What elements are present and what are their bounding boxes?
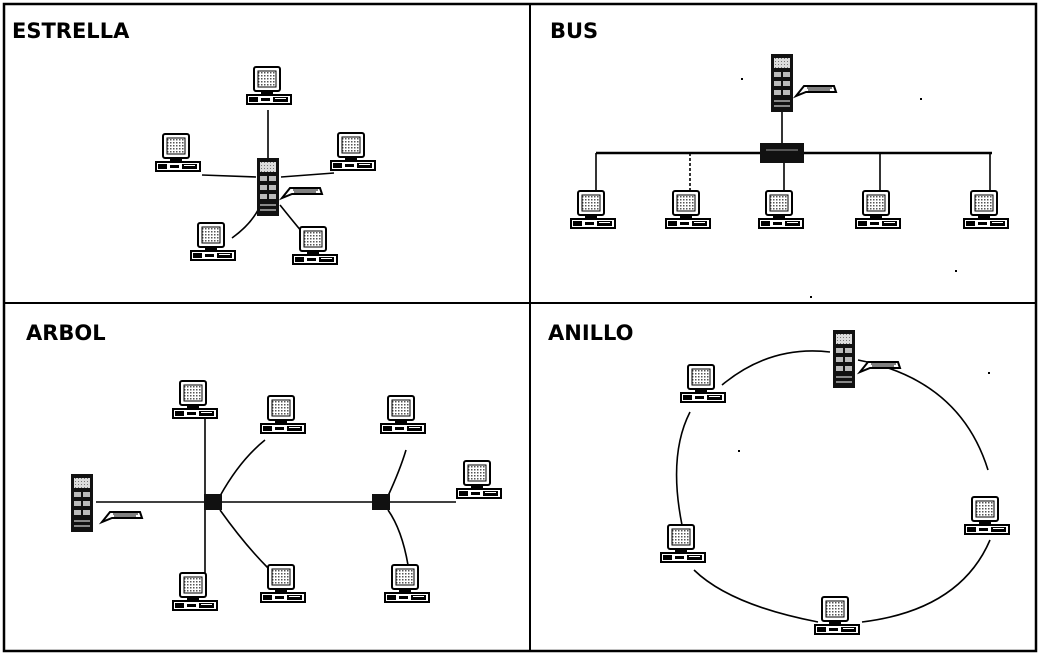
panel-title-bus: BUS	[550, 19, 598, 43]
panel-estrella: ESTRELLA	[12, 19, 376, 265]
hub-icon	[372, 494, 390, 510]
hub-icon	[204, 494, 222, 510]
bus-hub	[760, 143, 804, 163]
panel-title-estrella: ESTRELLA	[12, 19, 130, 43]
scan-speckles	[738, 78, 990, 452]
tree-hubs	[204, 494, 390, 510]
panel-title-arbol: ARBOL	[26, 321, 106, 345]
panel-bus: BUS	[550, 19, 1009, 229]
panel-title-anillo: ANILLO	[548, 321, 634, 345]
panel-anillo: ANILLO	[548, 321, 1010, 635]
panel-arbol: ARBOL	[26, 321, 502, 611]
tree-links	[96, 410, 456, 575]
